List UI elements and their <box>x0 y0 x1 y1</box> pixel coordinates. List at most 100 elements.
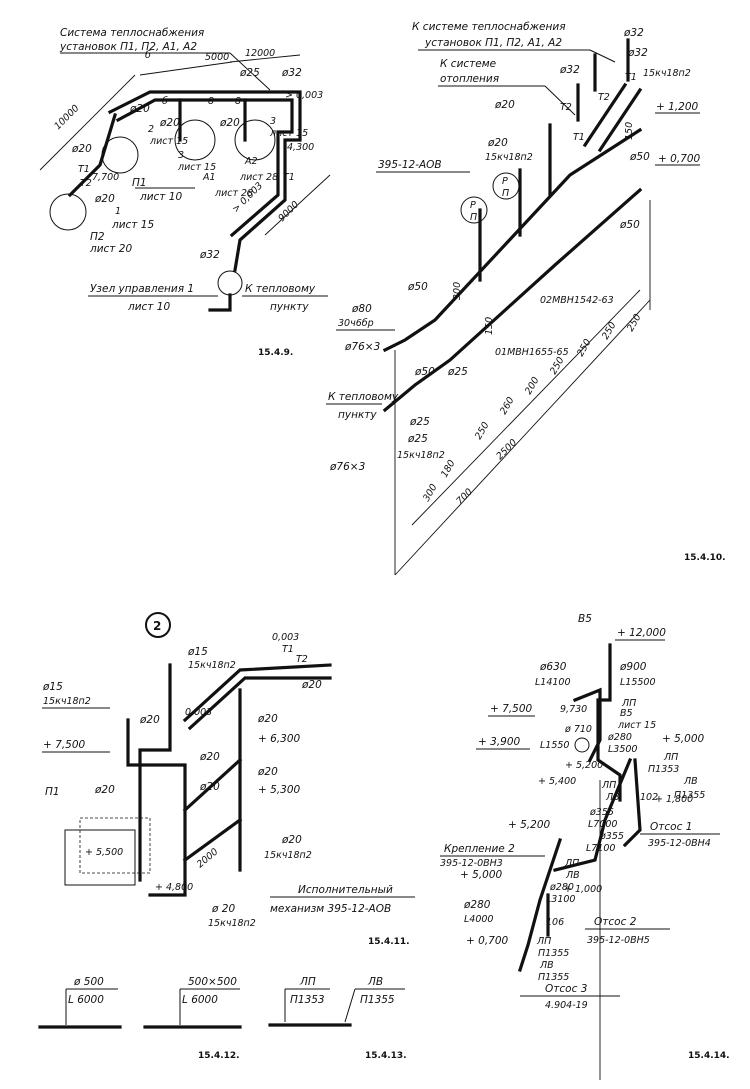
fig10-d50d: ø50 <box>414 366 435 378</box>
fig14-level-a: + 12,000 <box>617 627 666 639</box>
fig14-p1355c: П1355 <box>538 972 569 983</box>
fig14-lv3: ЛВ <box>565 870 580 881</box>
fig9-title-leader <box>229 52 271 91</box>
fig10-dim-c: 250 <box>625 312 644 333</box>
fig9-title-line2: установок П1, П2, А1, А2 <box>59 41 197 53</box>
fig11-pipe-2 <box>138 663 172 882</box>
fig10-pipe-t1 <box>597 87 643 153</box>
fig9-sheet-15b: лист 15 <box>177 162 216 173</box>
fig9-topoint-line1: К тепловому <box>245 283 316 295</box>
fig10-d25b: ø25 <box>409 416 430 428</box>
fig10-code-2: 02МВН1542-63 <box>540 295 614 306</box>
fig9-sheet-15c: лист 15 <box>269 128 308 139</box>
fig10-dim-h: 260 <box>498 395 517 416</box>
fig14-dim-c: ø 710 <box>564 724 592 735</box>
fig9-unit-p1-circle <box>101 136 139 174</box>
fig9-unit-a1: А1 <box>202 172 216 183</box>
fig10-marker-1 <box>492 172 520 200</box>
fig11-dia-g: ø20 <box>257 766 278 778</box>
fig10-t1: Т1 <box>573 132 585 143</box>
fig9-pt-8b: 8 <box>235 96 241 107</box>
fig9-dim-12000: 12000 <box>245 48 275 59</box>
fig10-marker-1b: П <box>502 188 509 199</box>
figure-15-4-13: ЛП П1353 ЛВ П1355 15.4.13. <box>268 976 407 1061</box>
fig9-dim-5000: 5000 <box>205 52 229 63</box>
fig14-lp3: ЛП <box>601 780 616 791</box>
fig11-dia-d: ø20 <box>139 714 160 726</box>
fig9-node-line2: лист 10 <box>127 301 170 313</box>
fig11-valve-a: 15кч18п2 <box>43 696 91 707</box>
fig10-d80: ø80 <box>351 303 372 315</box>
fig9-sheet-15d: лист 15 <box>111 219 154 231</box>
fig9-dia-25: ø25 <box>239 67 260 79</box>
fig10-d25c: ø25 <box>407 433 428 445</box>
fig14-duct-c <box>622 758 642 848</box>
fig14-level-j: + 1,000 <box>564 884 602 895</box>
fig11-t2: Т2 <box>296 654 308 665</box>
fig10-pipe-t2 <box>582 82 628 148</box>
fig11-valve-b: 15кч18п2 <box>188 660 236 671</box>
fig9-dim-10000-line <box>39 74 136 171</box>
fig9-dim-10000: 10000 <box>52 103 81 132</box>
fig10-d32b: ø32 <box>559 64 580 76</box>
fig10-d50a: ø50 <box>629 151 650 163</box>
fig9-dia-c: ø20 <box>219 117 240 129</box>
fig10-valve-2: 15кч18п2 <box>485 152 533 163</box>
fig14-dim-g: ø280 <box>549 882 574 893</box>
fig14-level-b: + 7,500 <box>490 703 533 715</box>
fig14-level-c: + 3,900 <box>478 736 521 748</box>
fig11-actuator-line2: механизм 395-12-АОВ <box>270 903 391 915</box>
fig10-marker-1a: P <box>502 176 508 187</box>
fig10-main-pipe-2 <box>382 187 643 413</box>
fig9-pt-3b: 3 <box>270 116 276 127</box>
fig10-t2: Т2 <box>560 102 572 113</box>
fig12-a-bottom: L 6000 <box>68 994 104 1006</box>
fig9-unit-p2-circle <box>49 193 87 231</box>
fig9-sheet-20: лист 20 <box>89 243 132 255</box>
fig10-dim-n: 150 <box>624 122 635 140</box>
fig14-mount-line1: Крепление 2 <box>444 843 515 855</box>
fig14-p1355a: П1355 <box>674 790 705 801</box>
fig14-dim-e2: L7000 <box>588 819 617 830</box>
fig14-exhaust3-line2: 4.904-19 <box>545 1000 588 1011</box>
fig9-dia-32b: ø32 <box>199 249 220 261</box>
fig11-level-e: + 4,800 <box>155 882 193 893</box>
fig11-caption: 15.4.11. <box>368 937 410 947</box>
fig12-b-top: 500×500 <box>188 976 237 988</box>
fig11-slope-a: 0,003 <box>272 632 299 643</box>
fig14-level-e: + 5,200 <box>565 760 603 771</box>
fig10-d20a: ø20 <box>494 99 515 111</box>
fig9-pt-1: 1 <box>115 206 121 217</box>
fig14-dim-f2: L7100 <box>586 843 615 854</box>
fig14-dim-h: ø280 <box>463 899 491 911</box>
fig10-d50b: ø50 <box>619 219 640 231</box>
fig11-pipe-t2 <box>187 676 332 731</box>
fig11-dia-b: ø15 <box>187 646 208 658</box>
fig14-n102: 102 <box>640 792 658 803</box>
fig12-caption: 15.4.12. <box>198 1051 240 1061</box>
fig9-title-line1: Система теплоснабжения <box>60 27 204 39</box>
fig9-level: 4,300 <box>287 142 314 153</box>
fig14-duct-d <box>517 837 563 973</box>
fig9-unit-a2-circle <box>234 119 276 161</box>
fig14-dim-c2: L1550 <box>540 740 569 751</box>
fig14-p1355b: П1355 <box>538 948 569 959</box>
fig14-p1353a: П1353 <box>648 764 679 775</box>
figure-15-4-12: ø 500 L 6000 500×500 L 6000 15.4.12. <box>38 976 242 1061</box>
fig10-d76a: ø76×3 <box>344 341 380 353</box>
fig10-marker-2 <box>460 196 488 224</box>
fig9-pt-7: 7,700 <box>92 172 119 183</box>
fig9-pipe-t2 <box>115 98 294 238</box>
fig11-dia-j: ø 20 <box>211 903 235 915</box>
fig10-d76b: ø76×3 <box>329 461 365 473</box>
fig14-riser-main <box>596 643 622 802</box>
fig13-a-top: ЛП <box>299 976 316 988</box>
fig14-exhaust3-line1: Отсос 3 <box>545 983 587 995</box>
fig11-pipe-t1 <box>182 663 332 723</box>
fig10-d25a: ø25 <box>447 366 468 378</box>
fig14-dim-b2: L15500 <box>620 677 656 688</box>
fig14-lp5: ЛП <box>536 936 551 947</box>
fig14-lp2: ЛП <box>663 752 678 763</box>
fig14-level-h: + 5,200 <box>508 819 551 831</box>
